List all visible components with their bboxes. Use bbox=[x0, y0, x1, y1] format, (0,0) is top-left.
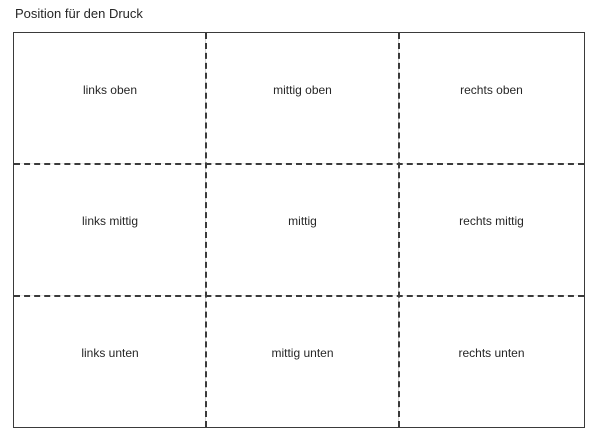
position-cell-rechts-unten[interactable]: rechts unten bbox=[399, 296, 584, 427]
position-cell-label: rechts unten bbox=[458, 345, 525, 360]
position-cell-links-unten[interactable]: links unten bbox=[14, 296, 206, 427]
grid-divider-vertical-1 bbox=[205, 33, 207, 427]
position-cell-links-oben[interactable]: links oben bbox=[14, 33, 206, 164]
position-cell-label: links unten bbox=[81, 345, 139, 360]
grid-divider-horizontal-2 bbox=[14, 295, 584, 297]
position-cell-mittig-oben[interactable]: mittig oben bbox=[206, 33, 399, 164]
print-position-area: links oben mittig oben rechts oben links… bbox=[13, 32, 585, 428]
position-cell-label: mittig unten bbox=[271, 345, 334, 360]
position-cell-label: links mittig bbox=[81, 214, 138, 228]
position-cell-label: links oben bbox=[82, 82, 138, 97]
position-cell-mittig[interactable]: mittig bbox=[206, 164, 399, 296]
position-cell-rechts-oben[interactable]: rechts oben bbox=[399, 33, 584, 164]
grid-divider-horizontal-1 bbox=[14, 163, 584, 165]
position-cell-mittig-unten[interactable]: mittig unten bbox=[206, 296, 399, 427]
position-cell-label: rechts oben bbox=[460, 82, 523, 97]
position-cell-label: mittig oben bbox=[273, 82, 332, 97]
position-cell-links-mittig[interactable]: links mittig bbox=[14, 164, 206, 296]
page-title: Position für den Druck bbox=[15, 6, 143, 21]
position-cell-rechts-mittig[interactable]: rechts mittig bbox=[399, 164, 584, 296]
position-cell-label: mittig bbox=[288, 214, 317, 228]
position-cell-grid: links oben mittig oben rechts oben links… bbox=[14, 33, 584, 427]
position-cell-label: rechts mittig bbox=[459, 214, 524, 228]
grid-divider-vertical-2 bbox=[398, 33, 400, 427]
